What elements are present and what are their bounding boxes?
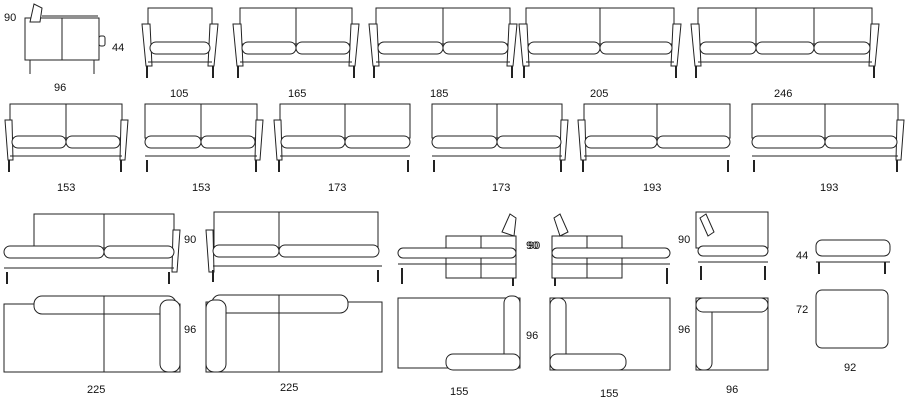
width-label-193-b: 193 xyxy=(820,182,839,194)
depth-label-chaise-a: 96 xyxy=(526,330,539,342)
width-label-193-a: 193 xyxy=(643,182,662,194)
width-label-153-b: 153 xyxy=(192,182,211,194)
sofa-front-185 xyxy=(368,7,518,78)
width-label-155-b: 155 xyxy=(600,388,619,400)
width-label-246: 246 xyxy=(774,88,793,100)
width-label-96-module: 96 xyxy=(726,384,739,396)
width-label-105: 105 xyxy=(170,88,189,100)
depth-label-corner-a: 96 xyxy=(184,324,197,336)
width-label-155-a: 155 xyxy=(450,386,469,398)
width-label-96: 96 xyxy=(54,82,67,94)
width-label-153-a: 153 xyxy=(57,182,76,194)
sofa-side-view xyxy=(24,3,106,74)
width-label-205: 205 xyxy=(590,88,609,100)
sofa-front-165 xyxy=(232,7,360,78)
chaise-front-155-a xyxy=(397,213,517,286)
corner-sofa-top-225-a xyxy=(3,295,181,373)
ottoman-height-label: 44 xyxy=(796,250,809,262)
seat-height-label: 44 xyxy=(112,42,125,54)
sofa-front-205 xyxy=(518,7,682,78)
corner-sofa-top-225-b xyxy=(205,294,383,373)
corner-module-top-96 xyxy=(695,297,769,371)
height-label-corner-module: 90 xyxy=(678,234,691,246)
width-label-225-b: 225 xyxy=(280,382,299,394)
chaise-top-155-b xyxy=(549,297,671,371)
height-label-chaise-a: 90 xyxy=(526,240,539,252)
sofa-front-153-a xyxy=(4,103,129,172)
width-label-92-ottoman: 92 xyxy=(844,362,857,374)
sofa-front-173-a xyxy=(273,103,411,172)
height-label: 90 xyxy=(4,12,17,24)
chaise-top-155-a xyxy=(397,295,521,371)
sofa-front-105 xyxy=(141,7,219,78)
width-label-165: 165 xyxy=(288,88,307,100)
width-label-225-a: 225 xyxy=(87,384,106,396)
width-label-173-b: 173 xyxy=(492,182,511,194)
height-label-corner-a: 90 xyxy=(184,234,197,246)
sofa-front-153-b xyxy=(144,103,264,172)
sofa-front-193-b xyxy=(751,103,905,172)
ottoman-top xyxy=(815,289,889,349)
width-label-185: 185 xyxy=(430,88,449,100)
corner-sofa-front-225-a xyxy=(3,213,181,284)
height-label-chaise-b: 90 xyxy=(528,240,541,252)
chaise-front-155-b xyxy=(551,213,671,286)
width-label-173-a: 173 xyxy=(328,182,347,194)
corner-sofa-front-225-b xyxy=(205,211,382,282)
corner-module-front-96 xyxy=(695,211,769,280)
depth-label-corner-module: 96 xyxy=(678,324,691,336)
sofa-front-193-a xyxy=(577,103,731,172)
ottoman-depth-label: 72 xyxy=(796,304,809,316)
ottoman-front xyxy=(815,239,891,274)
sofa-front-173-b xyxy=(431,103,569,172)
sofa-front-246 xyxy=(690,7,880,78)
